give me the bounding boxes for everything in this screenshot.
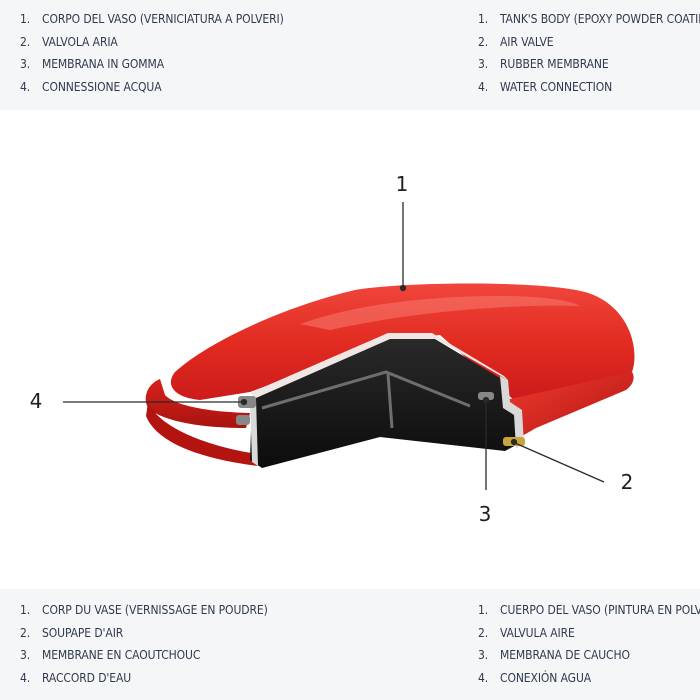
cut-edge-left [250,398,258,466]
legend-number: 1. [478,603,489,617]
callout-1: 1 [396,172,409,196]
legend-label: SOUPAPE D'AIR [42,625,124,640]
legend-label: TANK'S BODY (EPOXY POWDER COATING) [500,12,700,26]
tank-body [145,283,635,466]
legend-number: 3. [478,648,489,662]
legend-label: MEMBRANE EN CAOUTCHOUC [42,648,201,662]
leader-dot-2 [510,438,518,446]
legend-number: 4. [20,670,31,685]
tank-rim-left [145,379,250,428]
tank-cutaway-diagram: 1 2 3 4 [30,172,635,526]
legend-number: 3. [478,57,489,71]
callout-4: 4 [30,389,43,413]
legend-label: VALVOLA ARIA [42,34,118,49]
legend-number: 4. [478,670,489,685]
tank-side-left [146,402,258,466]
bottom-legend-band [0,589,700,700]
legend-number: 2. [478,34,489,49]
legend-number: 2. [20,34,31,49]
legend-number: 3. [20,648,31,662]
leader-lines [63,202,605,490]
legend-number: 1. [20,603,31,617]
legend-label: MEMBRANA DE CAUCHO [500,648,630,662]
legend-number: 2. [478,625,489,640]
legend-number: 4. [20,79,31,94]
legend-label: CORPO DEL VASO (VERNICIATURA A POLVERI) [42,12,284,26]
legend-label: RUBBER MEMBRANE [500,57,609,71]
legend-number: 4. [478,79,489,94]
legend-number: 1. [20,12,31,26]
tank-highlight [300,296,580,330]
callout-2: 2 [621,470,634,494]
legend-label: VALVULA AIRE [500,625,575,640]
legend-label: CUERPO DEL VASO (PINTURA EN POLVO) [500,603,700,617]
legend-label: AIR VALVE [500,34,554,49]
tank-side-right [505,372,634,443]
legend-label: MEMBRANA IN GOMMA [42,57,165,71]
leader-dot-4 [240,398,248,406]
leader-dot-3 [482,396,490,404]
legend-label: CONEXIÓN AGUA [500,670,592,685]
top-legend-band [0,0,700,110]
legend-label: CONNESSIONE ACQUA [42,79,162,94]
callout-3: 3 [479,502,492,526]
legend-number: 3. [20,57,31,71]
legend-label: CORP DU VASE (VERNISSAGE EN POUDRE) [42,603,268,617]
tank-top-shell [170,283,635,408]
cut-edge-right [500,376,524,448]
legend-label: WATER CONNECTION [500,79,613,94]
rubber-membrane [261,370,471,429]
leader-line-2 [514,442,605,483]
legend-label: RACCORD D'EAU [42,670,132,685]
legend-number: 1. [478,12,489,26]
legend-number: 2. [20,625,31,640]
tank-cutaway [250,333,524,468]
leader-dot-1 [399,284,407,292]
